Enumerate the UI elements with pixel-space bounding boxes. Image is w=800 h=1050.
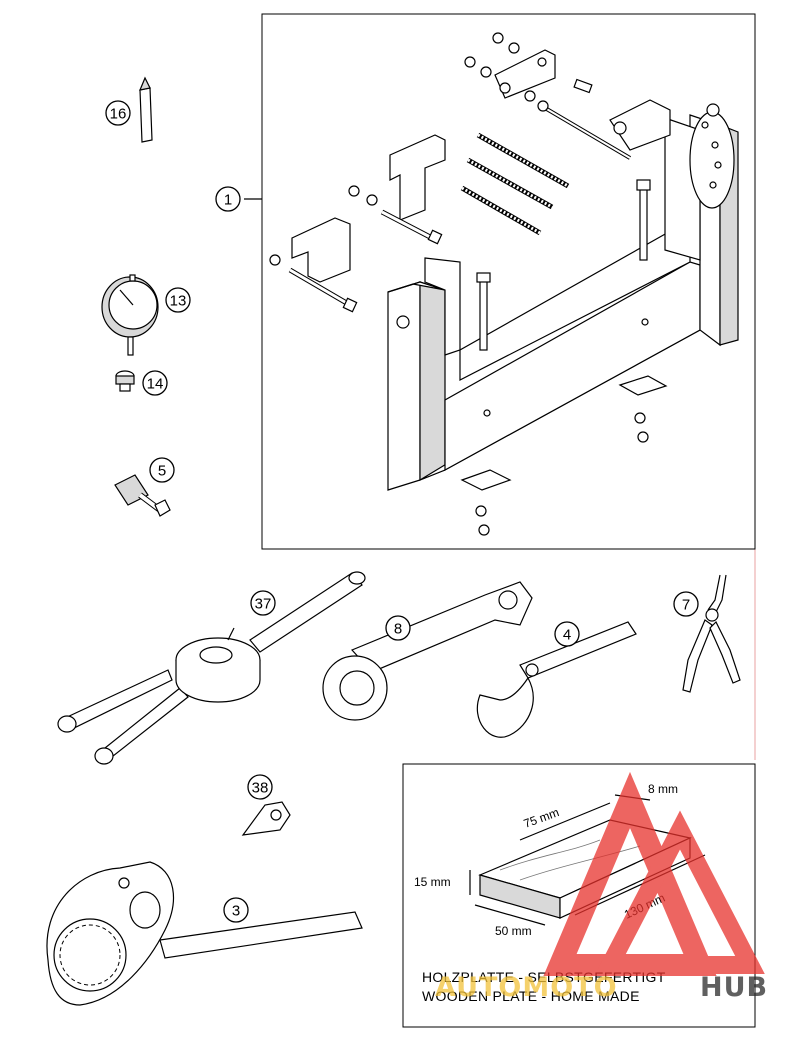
watermark-logo: AUTOMOTO HUB [435,771,768,1003]
callout-37: 37 [255,596,272,613]
engine-stand-group: 1 [215,13,756,550]
dim-width: 50 mm [495,924,532,938]
callout-3: 3 [232,903,240,920]
dim-height: 15 mm [414,875,451,889]
callout-1: 1 [224,192,232,209]
watermark-text-right: HUB [700,972,768,1003]
dim-thickness-top: 8 mm [648,782,678,796]
pin-wrench-8: 8 [322,581,533,721]
callout-4: 4 [563,627,571,644]
callout-7: 7 [682,597,690,614]
callout-8: 8 [394,621,402,638]
callout-38: 38 [252,780,269,797]
watermark-triangle-right [595,810,765,974]
callout-13: 13 [170,293,187,310]
loctite-tube: 16 [105,76,153,143]
hook-wrench-4: 4 [476,621,637,738]
engine-stand-box [261,13,756,550]
dial-gauge: 13 [101,274,191,356]
locking-bolt: 5 [114,457,175,517]
circlip-pliers-7: 7 [673,574,741,693]
watermark-text-left: AUTOMOTO [435,972,618,1003]
holding-plate-38: 38 [241,774,291,836]
callout-16: 16 [110,106,127,123]
clutch-holder-3: 3 [46,861,363,1006]
dim-length-top: 75 mm [522,805,561,831]
holding-tool-37: 37 [57,571,366,765]
caption-en: WOODEN PLATE - HOME MADE [422,988,640,1004]
callout-14: 14 [147,376,164,393]
gauge-adapter: 14 [115,370,168,396]
callout-5: 5 [158,463,166,480]
